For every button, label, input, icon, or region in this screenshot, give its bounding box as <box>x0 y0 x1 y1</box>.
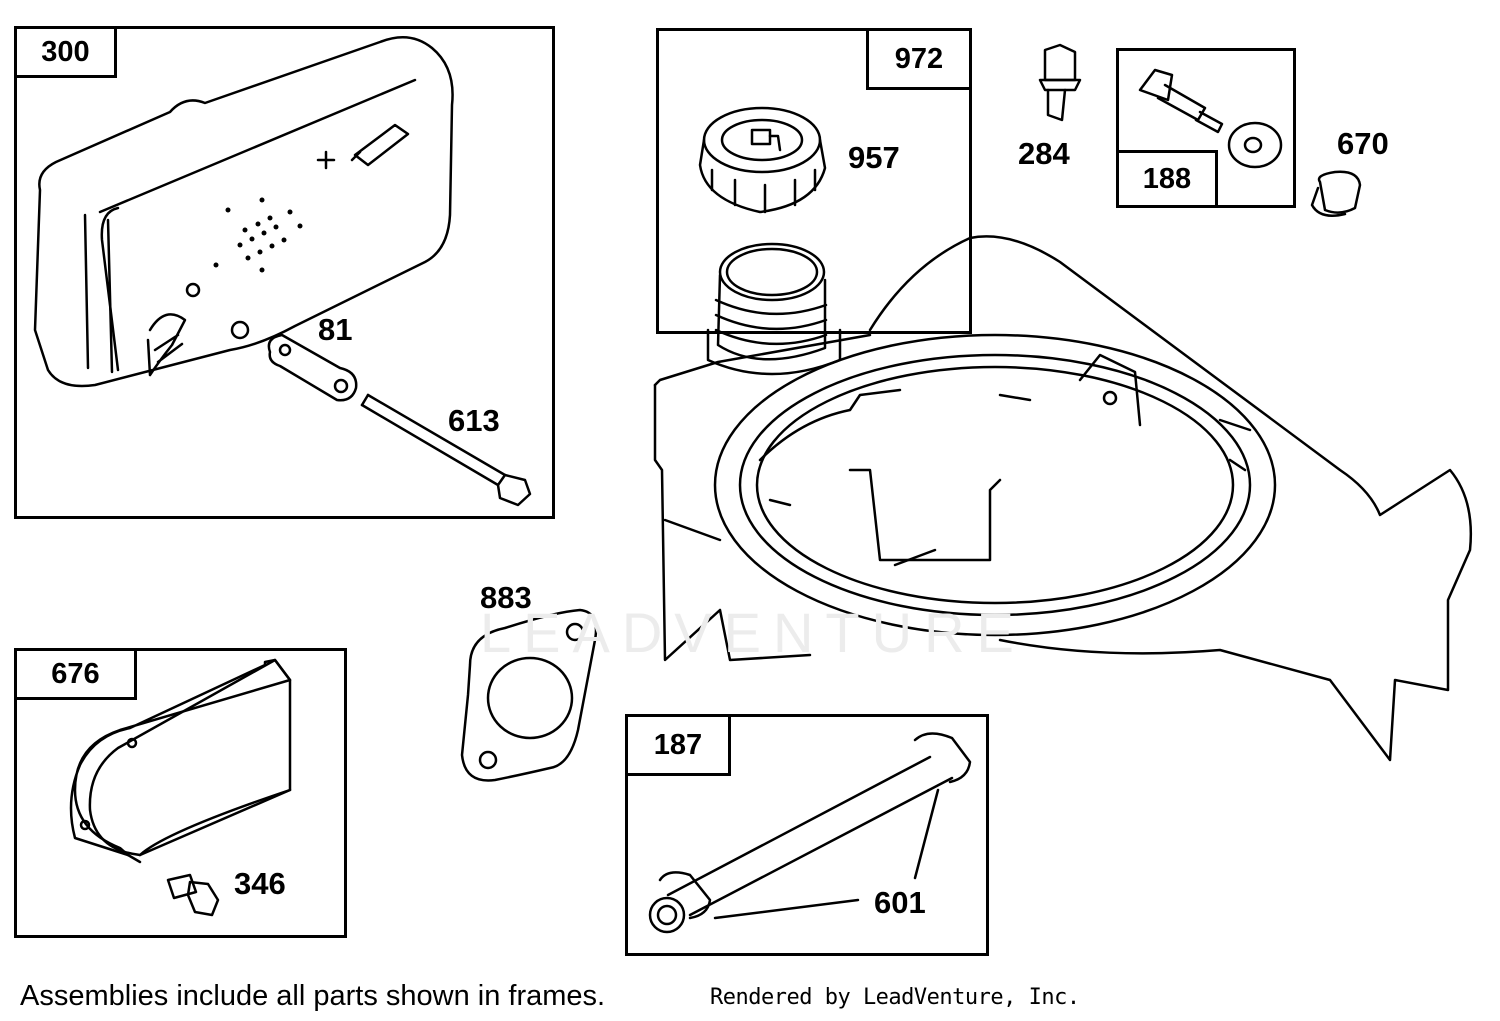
fuel-cap-drawing <box>698 106 827 214</box>
tag-muffler-assembly: 300 <box>14 26 117 78</box>
callout-screw-346: 346 <box>234 866 286 901</box>
credit: Rendered by LeadVenture, Inc. <box>710 985 1080 1010</box>
tag-muffler-guard-assembly: 676 <box>14 648 137 700</box>
lock-washer-drawing <box>267 333 358 402</box>
muffler-drawing <box>33 35 454 388</box>
gasket-drawing <box>460 608 598 782</box>
frame-muffler-assembly <box>14 26 555 519</box>
long-screw-drawing <box>360 393 532 507</box>
spacer-drawing <box>1310 170 1362 217</box>
frame-muffler-guard-assembly <box>14 648 347 938</box>
screw-284-drawing <box>1038 43 1082 122</box>
callout-lock-washer: 81 <box>318 312 353 347</box>
frame-fuel-cap-assembly <box>656 28 972 334</box>
frame-fuel-line-assembly <box>625 714 989 956</box>
callout-clamp: 601 <box>874 885 926 920</box>
callout-screw-284: 284 <box>1018 136 1070 171</box>
tag-screw-washer-assembly: 188 <box>1116 150 1218 208</box>
callout-screw-long: 613 <box>448 403 500 438</box>
tag-fuel-line-assembly: 187 <box>625 714 731 776</box>
tag-fuel-cap-assembly: 972 <box>866 28 972 90</box>
watermark: LEADVENTURE <box>480 601 1026 664</box>
muffler-guard-drawing <box>69 658 292 864</box>
blower-housing-drawing <box>653 235 1473 762</box>
screw-346-drawing <box>166 873 220 917</box>
footnote: Assemblies include all parts shown in fr… <box>20 980 606 1012</box>
callout-fuel-cap: 957 <box>848 140 900 175</box>
fuel-line-drawing <box>648 732 972 934</box>
shoulder-screw-drawing <box>1138 68 1283 169</box>
callout-spacer: 670 <box>1337 126 1389 161</box>
callout-gasket: 883 <box>480 580 532 615</box>
